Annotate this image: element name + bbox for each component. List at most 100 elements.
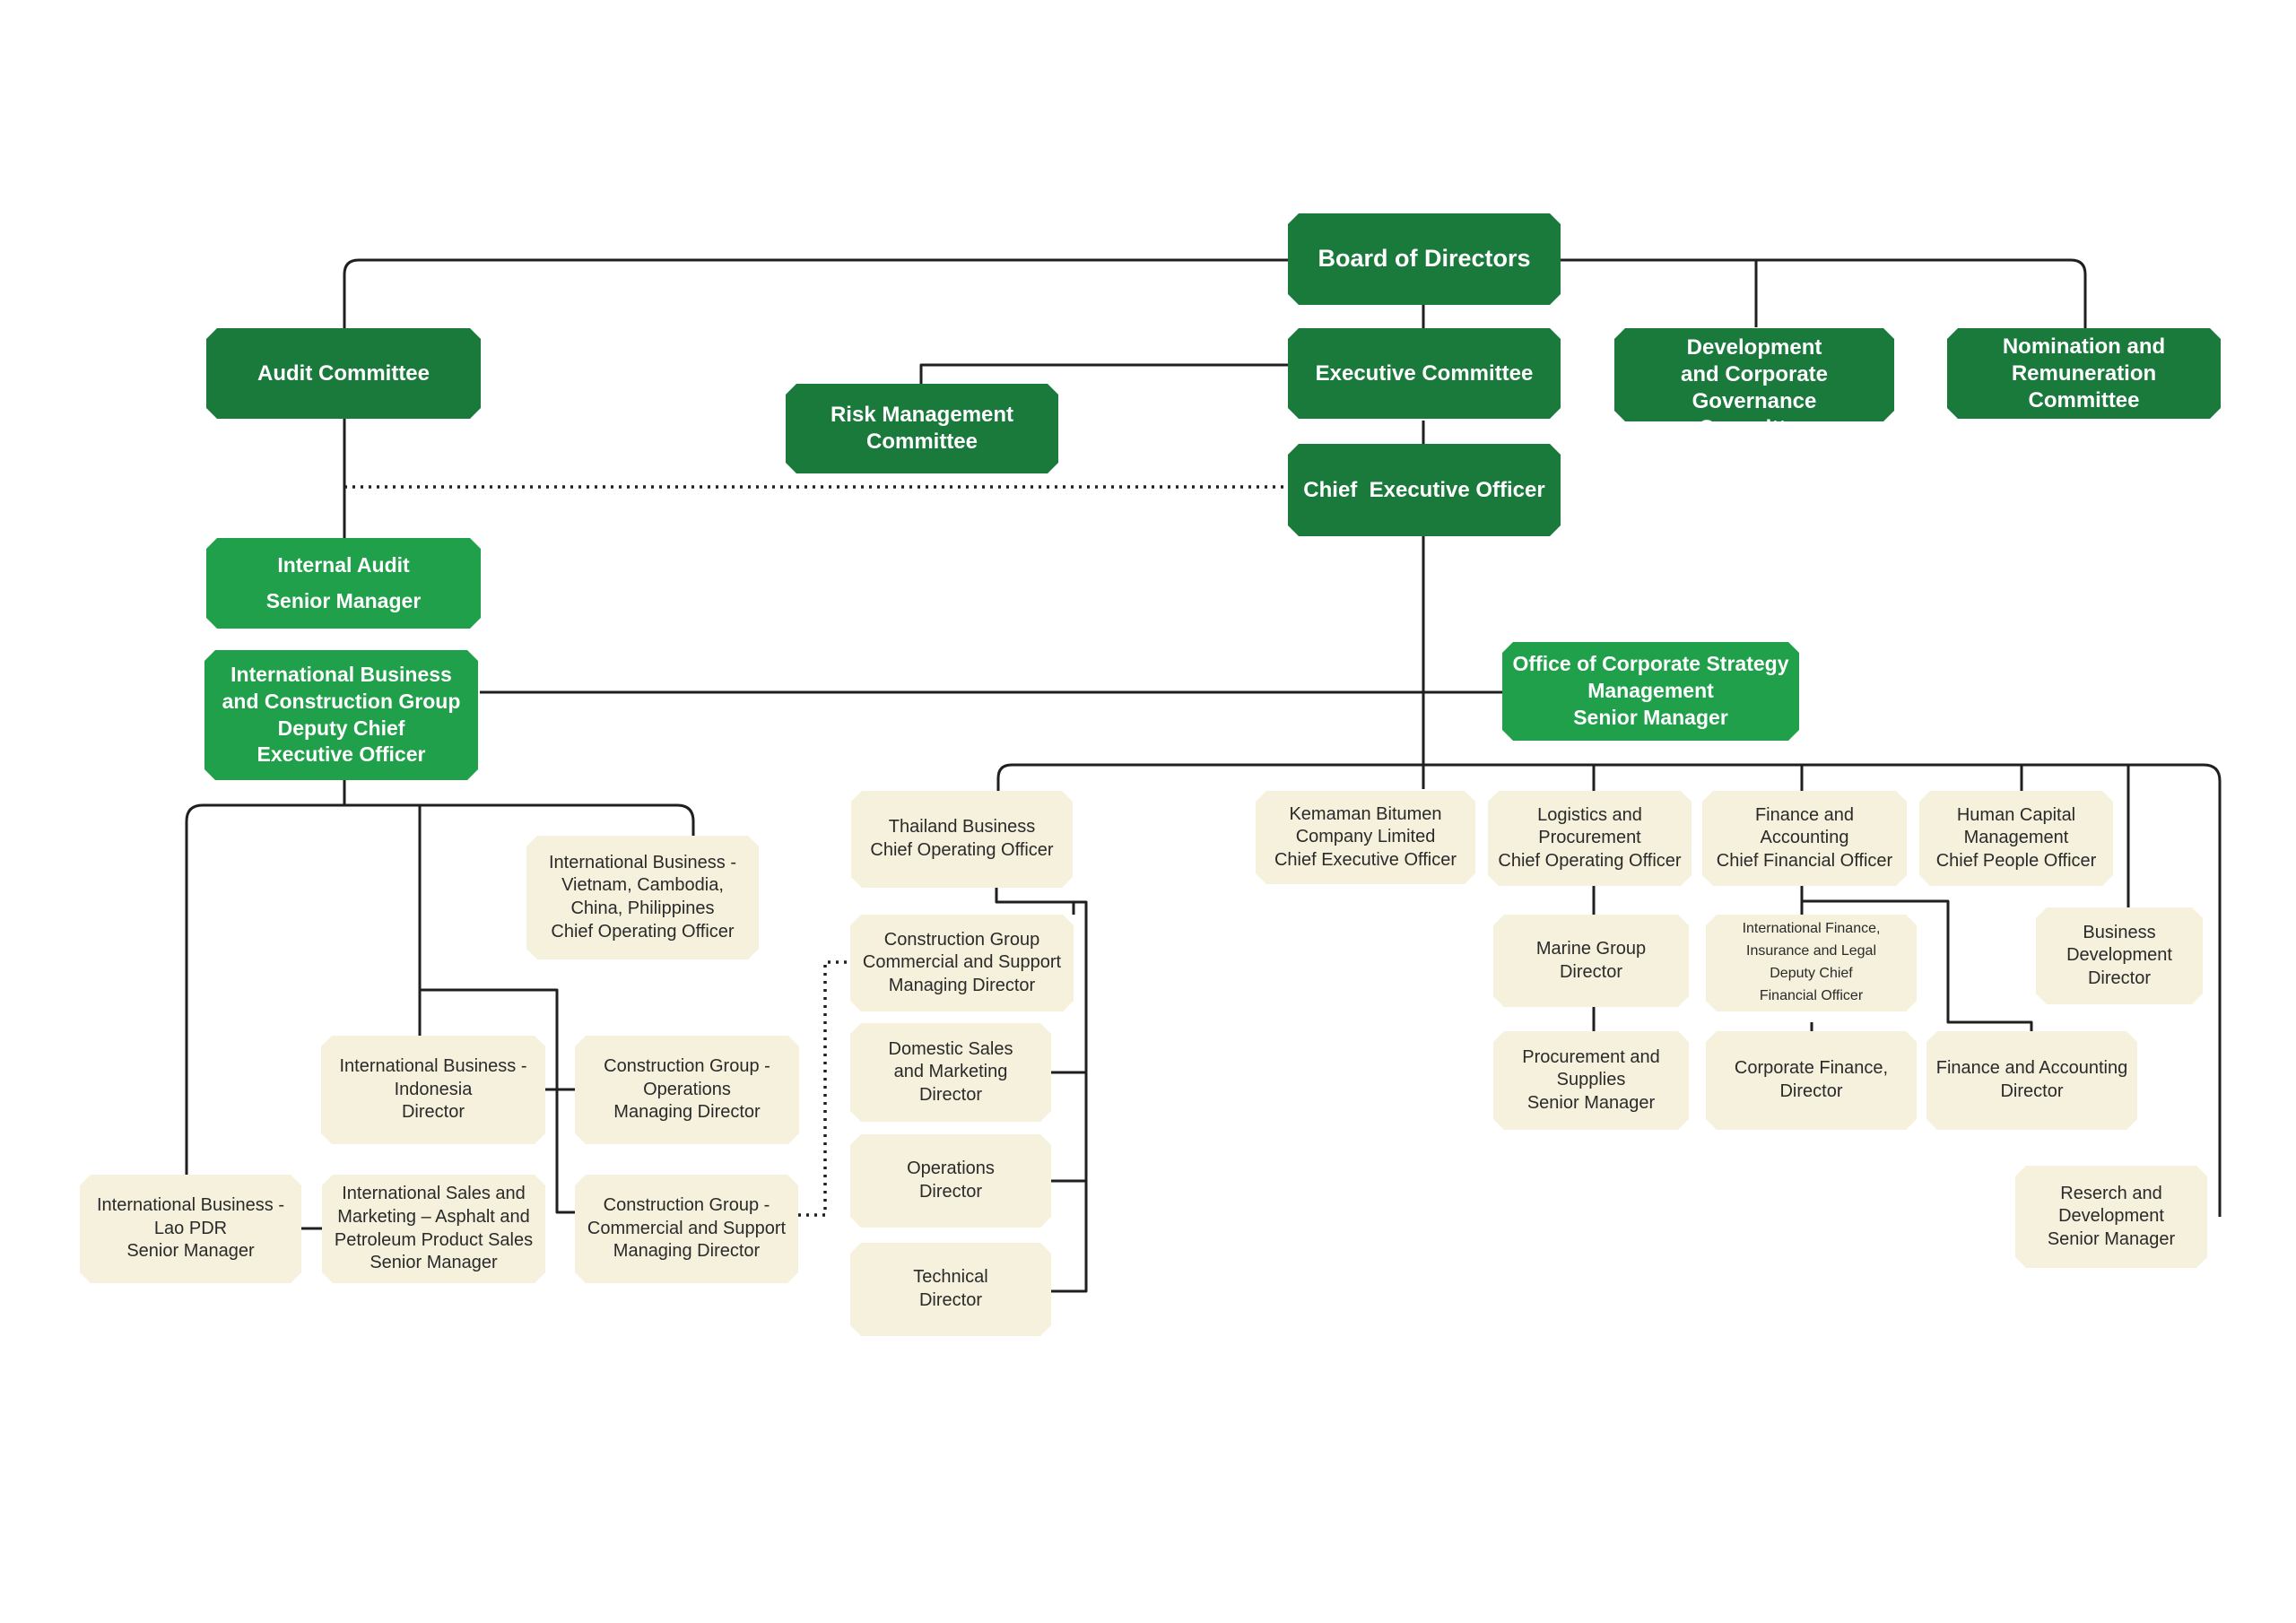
node-line: Management xyxy=(1587,679,1714,703)
marine-group-node: Marine Group Director xyxy=(1493,915,1689,1007)
intl-business-deputy-ceo-node: International Business and Construction … xyxy=(204,650,478,780)
intl-business-indonesia-node: International Business - Indonesia Direc… xyxy=(321,1036,545,1144)
node-line: Senior Manager xyxy=(1526,1092,1656,1113)
node-line: Petroleum Product Sales xyxy=(334,1229,534,1250)
node-line: Chief Financial Officer xyxy=(1716,850,1893,871)
node-line: Development xyxy=(2058,1206,2164,1227)
node-line: Construction Group xyxy=(883,929,1040,950)
node-line: Accounting xyxy=(1760,828,1849,848)
node-line: Financial Officer xyxy=(1759,987,1864,1003)
node-line: Management xyxy=(1963,828,2069,848)
node-line: Domestic Sales xyxy=(888,1038,1013,1059)
node-line: Director xyxy=(2087,968,2151,988)
node-line: Managing Director xyxy=(613,1241,761,1262)
node-line: Senior Manager xyxy=(126,1241,255,1262)
operations-director-node: Operations Director xyxy=(850,1134,1051,1228)
intl-business-lao-node: International Business - Lao PDR Senior … xyxy=(80,1175,301,1283)
node-line: Operations xyxy=(643,1079,731,1099)
technical-director-node: Technical Director xyxy=(850,1243,1051,1336)
finance-accounting-cfo-node: Finance and Accounting Chief Financial O… xyxy=(1702,791,1907,886)
thailand-business-coo-node: Thailand Business Chief Operating Office… xyxy=(851,791,1073,888)
node-line: Business xyxy=(2083,922,2156,942)
node-line: Audit Committee xyxy=(257,360,430,386)
node-line: Finance and xyxy=(1754,804,1855,825)
internal-audit-node: Internal Audit Senior Manager xyxy=(206,538,481,629)
node-line: Company Limited xyxy=(1295,827,1436,847)
node-line: Deputy Chief xyxy=(1770,966,1853,981)
node-line: Kemaman Bitumen xyxy=(1289,803,1442,824)
node-line: International Business - xyxy=(548,852,736,872)
node-line: Senior Manager xyxy=(370,1253,498,1273)
node-line: Commercial and Support xyxy=(862,952,1062,973)
node-line: Construction Group - xyxy=(604,1056,770,1077)
node-line: Chief Operating Officer xyxy=(870,840,1054,860)
node-line: International Sales and xyxy=(342,1184,526,1204)
node-line: Commercial and Support xyxy=(587,1218,787,1238)
node-line: Internal Audit xyxy=(277,552,410,577)
node-line: Senior Manager xyxy=(1573,705,1728,729)
node-line: Managing Director xyxy=(613,1102,761,1123)
node-line: Office of Corporate Strategy xyxy=(1512,652,1789,676)
node-line: Supplies xyxy=(1556,1070,1626,1090)
node-line: Director xyxy=(1779,1081,1843,1101)
node-line: Deputy Chief xyxy=(277,716,405,740)
node-line: Reserch and xyxy=(2060,1183,2162,1203)
node-line: Senior Manager xyxy=(2047,1228,2176,1249)
node-line: Chief Executive Officer xyxy=(1303,477,1545,502)
node-line: Thailand Business xyxy=(888,817,1036,838)
node-line: and Corporate Governance xyxy=(1680,362,1828,413)
node-line: Director xyxy=(918,1084,982,1105)
node-line: International Business - xyxy=(96,1195,284,1216)
node-line: Lao PDR xyxy=(153,1218,228,1238)
node-line: Executive Officer xyxy=(257,742,426,767)
node-line: Board of Directors xyxy=(1318,245,1531,273)
sustainable-development-committee-node: Sustainable Development and Corporate Go… xyxy=(1614,328,1894,421)
node-line: Human Capital xyxy=(1956,804,2076,825)
node-line: Director xyxy=(1559,961,1622,982)
node-line: Operations xyxy=(907,1159,995,1179)
node-line: Indonesia xyxy=(394,1079,473,1099)
node-line: Risk Management xyxy=(830,403,1014,427)
node-line: Director xyxy=(918,1182,982,1202)
intl-sales-marketing-node: International Sales and Marketing – Asph… xyxy=(322,1175,545,1283)
intl-business-vietnam-node: International Business - Vietnam, Cambod… xyxy=(526,836,759,959)
executive-committee-node: Executive Committee xyxy=(1288,328,1561,419)
construction-commercial-right-node: Construction Group Commercial and Suppor… xyxy=(850,915,1074,1011)
node-line: Managing Director xyxy=(888,975,1036,995)
domestic-sales-node: Domestic Sales and Marketing Director xyxy=(850,1023,1051,1122)
node-line: Chief Operating Officer xyxy=(551,921,735,942)
node-line: Director xyxy=(401,1102,465,1123)
node-line: Technical xyxy=(913,1267,988,1288)
node-line: Director xyxy=(918,1290,982,1310)
research-development-node: Reserch and Development Senior Manager xyxy=(2015,1166,2207,1268)
node-line: International Finance, xyxy=(1742,921,1881,937)
node-line: Procurement xyxy=(1538,828,1641,848)
node-line: Chief Operating Officer xyxy=(1498,850,1682,871)
node-line: Remuneration Committee xyxy=(2011,360,2157,412)
board-of-directors-node: Board of Directors xyxy=(1288,213,1561,305)
node-line: Procurement and xyxy=(1522,1046,1660,1067)
chief-executive-officer-node: Chief Executive Officer xyxy=(1288,444,1561,536)
node-line: and Marketing xyxy=(893,1062,1008,1082)
node-line: Development xyxy=(2066,945,2172,966)
node-line: Finance and Accounting xyxy=(1935,1058,2128,1079)
kemaman-bitumen-node: Kemaman Bitumen Company Limited Chief Ex… xyxy=(1256,791,1475,884)
node-line: Construction Group - xyxy=(603,1195,770,1216)
node-line: Vietnam, Cambodia, xyxy=(561,875,724,896)
node-line: Nomination and xyxy=(2002,334,2166,359)
corporate-strategy-office-node: Office of Corporate Strategy Management … xyxy=(1502,642,1799,741)
audit-committee-node: Audit Committee xyxy=(206,328,481,419)
intl-finance-insurance-node: International Finance, Insurance and Leg… xyxy=(1706,915,1917,1011)
node-line: Executive Committee xyxy=(1315,360,1534,386)
node-line: Director xyxy=(2000,1081,2064,1101)
node-line: International Business xyxy=(230,662,452,686)
node-line: Corporate Finance, xyxy=(1734,1058,1889,1079)
node-line: Senior Manager xyxy=(265,588,422,612)
node-line: and Construction Group xyxy=(222,689,461,713)
node-line: China, Philippines xyxy=(570,898,715,918)
node-line: Insurance and Legal xyxy=(1746,943,1876,959)
procurement-supplies-node: Procurement and Supplies Senior Manager xyxy=(1493,1031,1689,1130)
finance-accounting-director-node: Finance and Accounting Director xyxy=(1926,1031,2137,1130)
node-line: Committee xyxy=(865,430,978,454)
